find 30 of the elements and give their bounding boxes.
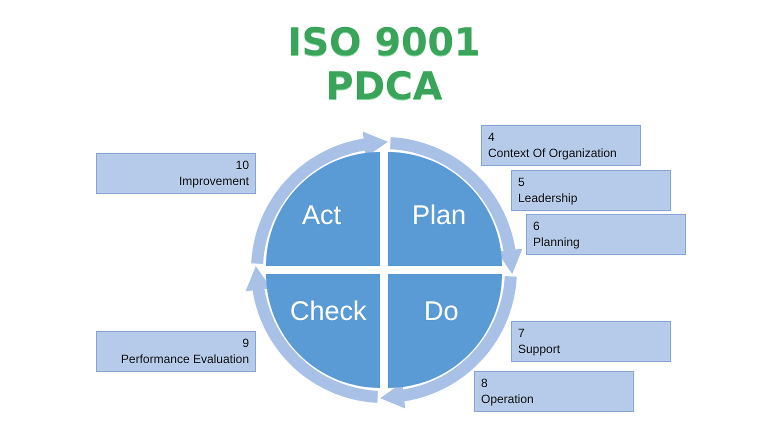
clause-number: 7 [518,325,526,341]
clause-title: Leadership [518,190,578,206]
clause-box [481,125,641,166]
quadrant-label: Act [302,200,342,231]
curved-arrow [390,137,522,274]
title: ISO 9001 PDCA [286,20,482,108]
clause-number: 6 [533,218,541,234]
clause-title: Support [518,341,562,357]
clause-title: Performance Evaluation [120,351,249,367]
clause-box [511,321,671,362]
clause-box [511,170,671,211]
clause-number: 10 [234,157,249,173]
clause-title: Operation [481,391,535,407]
clause-title: Improvement [178,173,249,189]
quadrant-label: Check [290,296,367,327]
clause-box [526,214,686,255]
clause-number: 5 [518,174,526,190]
quadrant-label: Plan [412,200,466,231]
curved-arrow [380,276,517,408]
clause-title: Planning [533,234,581,250]
curved-arrow [246,266,378,403]
quadrant-label: Do [424,296,459,327]
clause-number: 8 [481,375,489,391]
clause-box [474,371,634,412]
clause-number: 9 [241,335,249,351]
clause-number: 4 [488,129,496,145]
clause-box [96,331,256,372]
curved-arrow [251,132,388,264]
clause-box [96,153,256,194]
clause-title: Context Of Organization [488,145,618,161]
